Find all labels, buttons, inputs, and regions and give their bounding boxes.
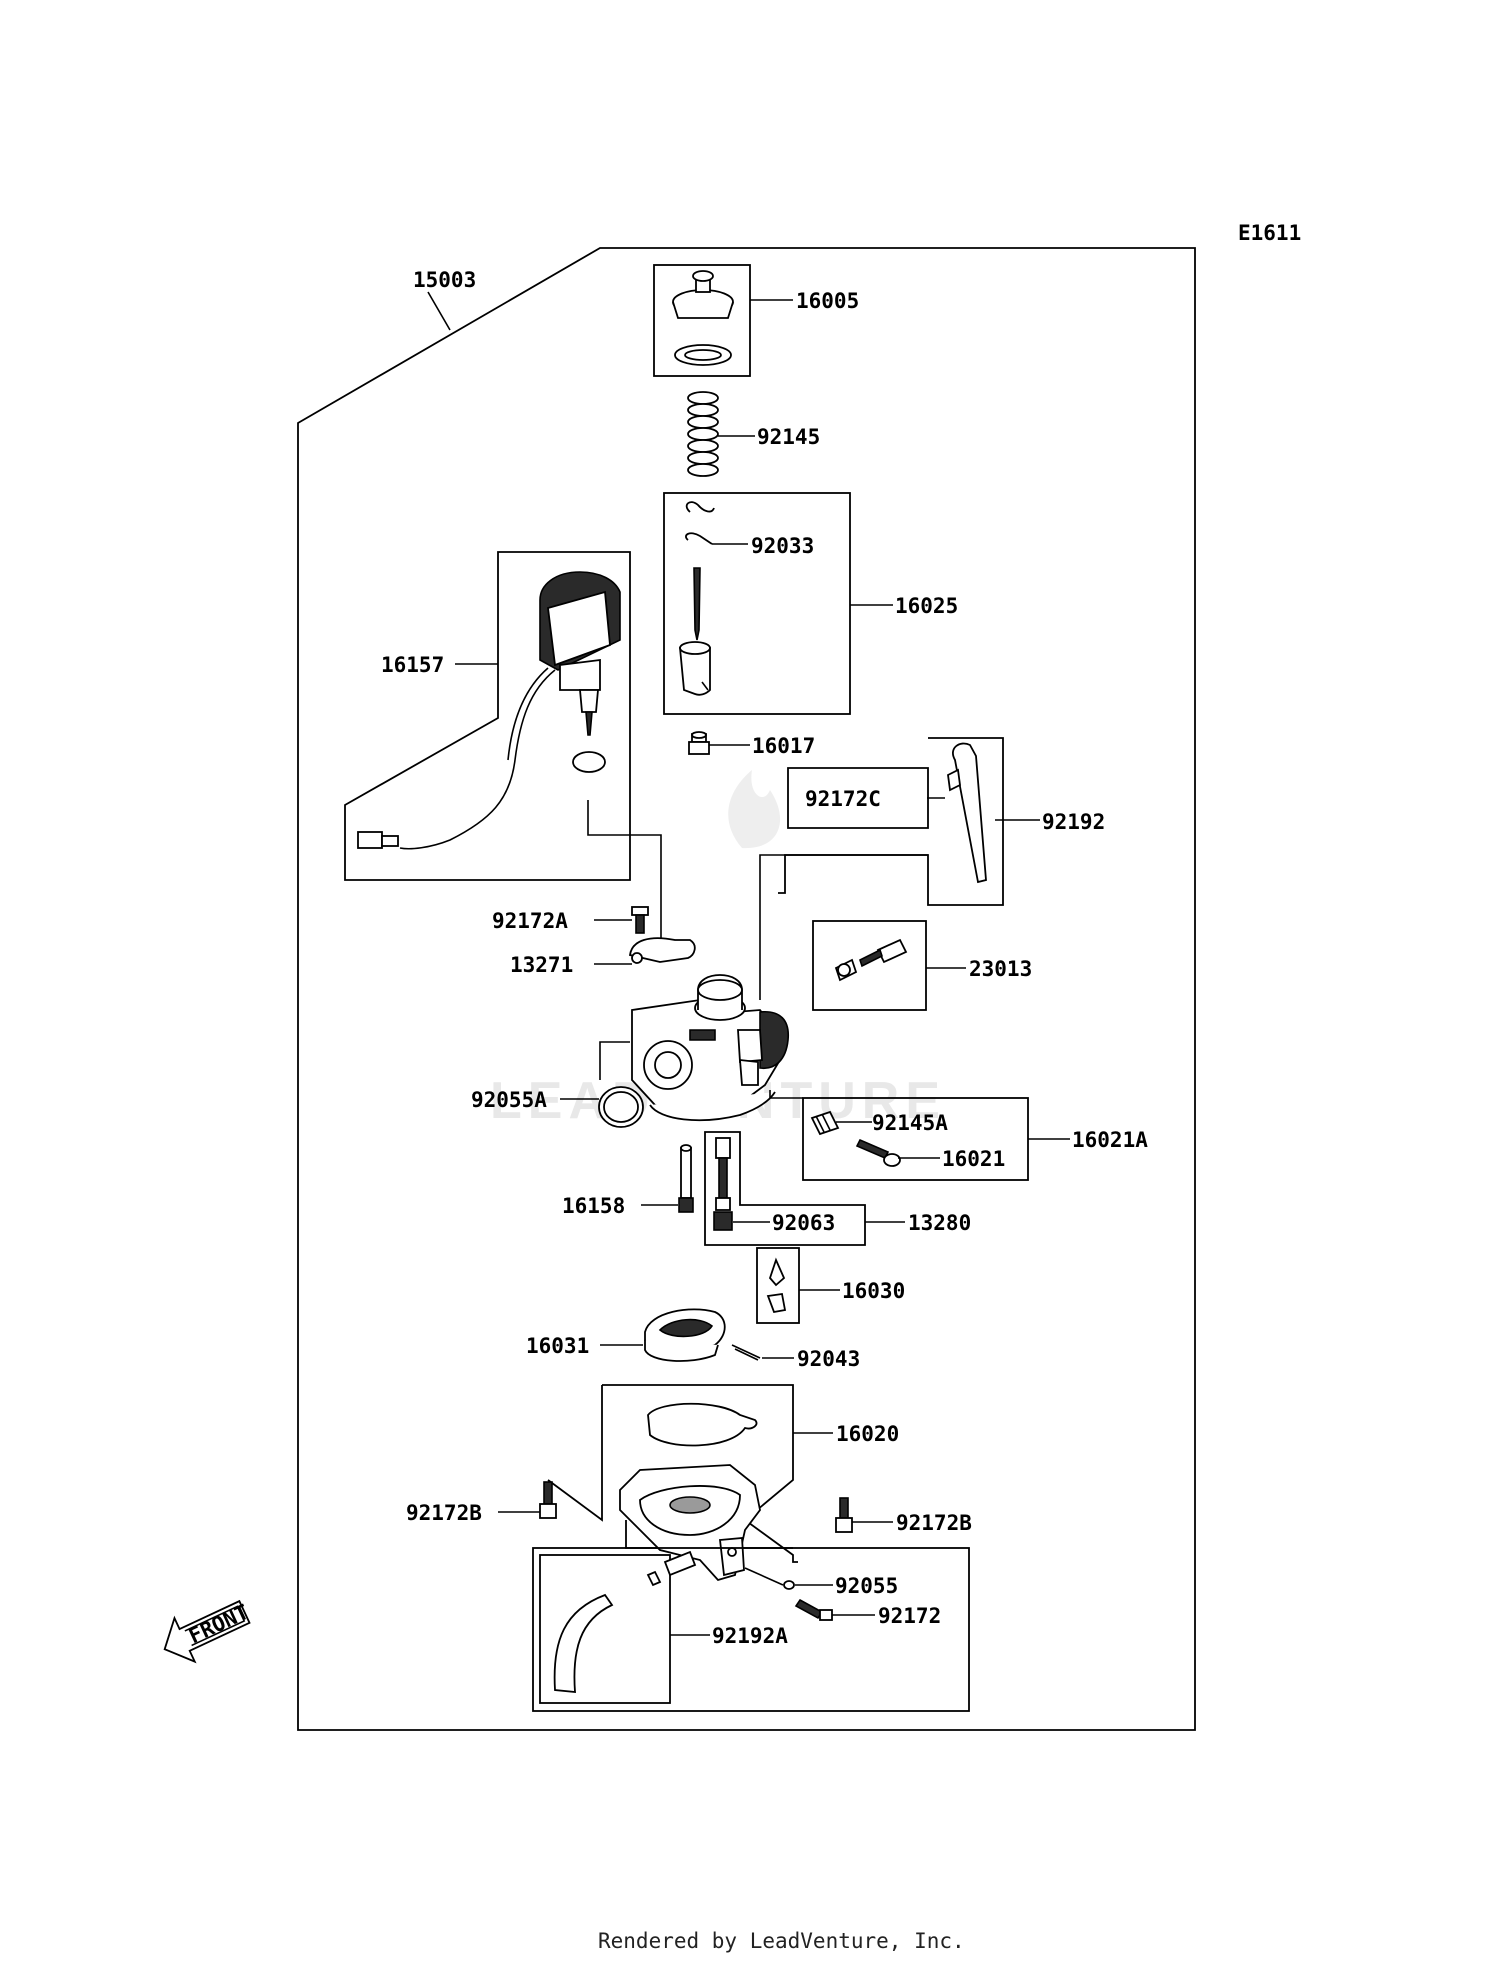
part-group-16021A: 92145A 16021 16021A [769,1090,1148,1181]
bowl-screw-left-icon [539,1481,557,1519]
drain-hose-icon [553,1550,697,1694]
part-label-16021A: 16021A [1072,1128,1148,1152]
part-group-92172: 92172 [794,1598,941,1628]
float-needle-icon [768,1257,786,1287]
carburetor-body-icon [599,974,789,1122]
float-icon [644,1308,726,1362]
assembly-outline-15003 [297,247,1196,1731]
float-bowl-icon [619,1464,761,1582]
screw-icon [631,906,649,934]
part-group-16031: 16031 [526,1308,726,1362]
part-label-16017: 16017 [752,734,815,758]
part-label-92172B-left: 92172B [406,1501,482,1525]
part-group-16005: 16005 [653,264,859,377]
drain-screw-icon [794,1598,833,1621]
throttle-slide-icon [679,641,711,696]
part-label-16030: 16030 [842,1279,905,1303]
bowl-screw-right-icon [835,1497,853,1533]
gasket-icon [647,1402,758,1447]
spring-icon [687,391,719,477]
part-label-16025: 16025 [895,594,958,618]
part-group-16158: 16158 [562,1144,694,1218]
part-group-92145: 92145 [687,391,820,477]
part-group-23013: 23013 [812,920,1032,1011]
part-label-13271: 13271 [510,953,573,977]
part-group-92192A: 92192A [532,1547,970,1712]
part-group-92172B-left: 92172B [406,1481,557,1525]
part-label-16005: 16005 [796,289,859,313]
clip-icon [685,501,715,513]
part-label-92055A: 92055A [471,1088,547,1112]
part-label-92172B-right: 92172B [896,1511,972,1535]
leader-15003 [427,291,451,331]
pilot-screw-icon [834,938,908,982]
breather-tube-icon [947,742,987,884]
jet-needle-icon [693,567,701,641]
part-group-92192: 92172C 92192 [759,737,1105,1000]
needle-clip-icon [685,532,713,545]
part-label-92192A: 92192A [712,1624,788,1648]
bracket-plate-icon [628,937,696,963]
part-label-16158: 16158 [562,1194,625,1218]
part-label-16021: 16021 [942,1147,1005,1171]
float-pin-icon [731,1344,761,1359]
part-label-92172: 92172 [878,1604,941,1628]
front-label: FRONT [185,1600,252,1648]
part-group-92055A: 92055A [471,1086,644,1128]
part-label-92172C: 92172C [805,787,881,811]
part-group-16157: 16157 [344,551,662,955]
part-group-16017: 16017 [688,731,815,758]
part-label-16031: 16031 [526,1334,589,1358]
main-jet-icon [678,1144,694,1213]
part-label-16157: 16157 [381,653,444,677]
part-label-92145: 92145 [757,425,820,449]
idle-screw-icon [855,1138,901,1167]
part-label-23013: 23013 [969,957,1032,981]
front-arrow-icon: FRONT [163,1600,252,1664]
part-label-92033: 92033 [751,534,814,558]
part-label-92055: 92055 [835,1574,898,1598]
small-o-ring-icon [783,1580,795,1590]
part-label-92192: 92192 [1042,810,1105,834]
needle-jet-icon [713,1137,733,1231]
auto-choke-icon [357,571,621,850]
jet-icon [688,731,710,755]
part-group-92055: 92055 [744,1567,898,1598]
part-label-15003: 15003 [413,268,476,292]
part-label-92172A: 92172A [492,909,568,933]
part-label-92145A: 92145A [872,1111,948,1135]
part-group-92172B-right: 92172B [835,1497,972,1535]
part-group-13271: 13271 [510,937,696,977]
part-label-92043: 92043 [797,1347,860,1371]
part-group-16030: 16030 [756,1247,905,1324]
carb-cap-icon [672,270,734,366]
part-group-13280: 92063 13280 [704,1131,971,1246]
part-group-92043: 92043 [731,1344,860,1371]
diagram-code: E1611 [1238,221,1301,245]
part-group-92172A: 92172A [492,906,649,934]
part-label-16020: 16020 [836,1422,899,1446]
part-group-16020: 16020 [547,1384,899,1582]
part-label-13280: 13280 [908,1211,971,1235]
spring-small-icon [810,1110,840,1136]
part-label-92063: 92063 [772,1211,835,1235]
part-group-16025: 92033 16025 [663,492,958,715]
footer-credit: Rendered by LeadVenture, Inc. [598,1929,965,1953]
